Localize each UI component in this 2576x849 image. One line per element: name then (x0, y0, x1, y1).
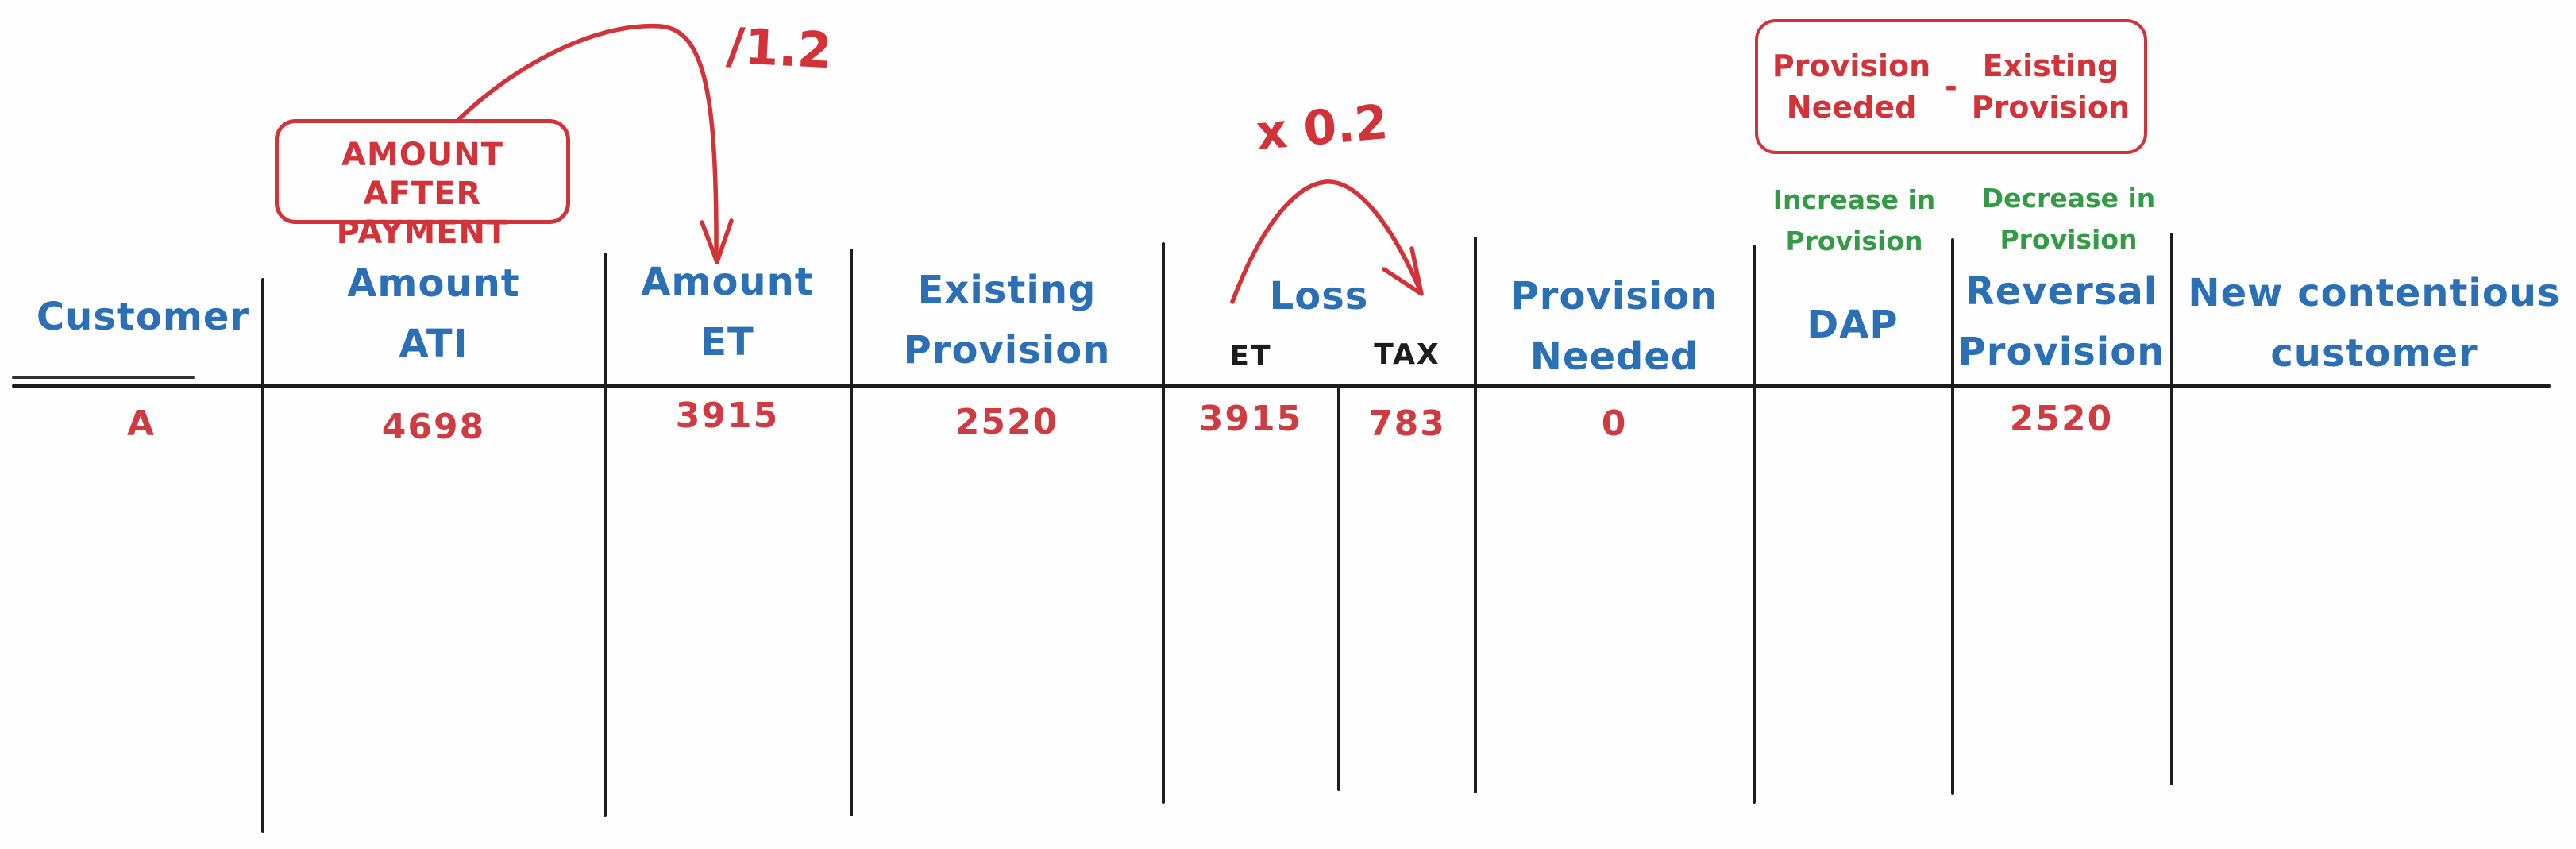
note-line: Increase in (1772, 184, 1936, 215)
divider-after-dap (1951, 238, 1954, 795)
divider-loss-et-tax (1337, 384, 1340, 791)
divider-after-amount-ati (604, 253, 607, 817)
multiply-factor-label: x 0.2 (1254, 94, 1390, 162)
cell-reversal-provision: 2520 (2009, 399, 2114, 439)
column-header-existing-provision: Existing Provision (904, 260, 1111, 381)
provision-formula-box: Provision Needed - Existing Provision (1755, 19, 2147, 154)
header-line: Customer (36, 295, 250, 339)
header-underline-sketch-stroke (12, 376, 195, 379)
formula-minus-operator: - (1945, 68, 1957, 104)
header-line: ET (700, 319, 754, 365)
cell-customer: A (126, 403, 156, 444)
cell-loss-et: 3915 (1198, 399, 1303, 439)
header-line: Loss (1269, 274, 1369, 318)
column-header-provision-needed: Provision Needed (1511, 267, 1718, 388)
header-line: Provision (903, 327, 1111, 372)
decrease-in-provision-note: Decrease in Provision (1982, 178, 2156, 260)
header-line: Reversal (1965, 269, 2158, 314)
formula-text-line: Needed (1786, 90, 1917, 125)
column-header-loss: Loss (1270, 267, 1369, 327)
formula-text-line: Provision (1772, 48, 1931, 83)
multiply-arrowhead (1382, 246, 1424, 296)
cell-amount-ati: 4698 (381, 407, 486, 447)
note-line: Provision (1999, 224, 2138, 256)
column-header-amount-et: Amount ET (641, 253, 813, 373)
column-header-reversal-provision: Reversal Provision (1958, 262, 2165, 383)
header-line: Existing (917, 268, 1097, 312)
column-header-amount-ati: Amount ATI (347, 254, 519, 375)
column-header-customer: Customer (37, 288, 249, 348)
formula-right-term: Existing Provision (1972, 45, 2130, 129)
subcolumn-header-loss-tax: TAX (1374, 338, 1440, 371)
header-line: Amount (641, 260, 814, 304)
box-text-line: AMOUNT AFTER (341, 137, 503, 212)
header-line: ATI (399, 321, 469, 366)
formula-text-line: Existing (1982, 48, 2119, 83)
column-header-dap: DAP (1807, 295, 1898, 356)
header-line: Needed (1529, 334, 1699, 379)
divider-after-loss (1474, 237, 1477, 793)
cell-provision-needed: 0 (1601, 403, 1628, 444)
amount-after-payment-box: AMOUNT AFTER PAYMENT (275, 119, 570, 251)
divider-after-existing-provision (1162, 242, 1165, 804)
box-text-line: PAYMENT (336, 214, 509, 251)
formula-text-line: Provision (1971, 90, 2131, 125)
column-header-new-contentious-customer: New contentious customer (2188, 264, 2560, 384)
cell-amount-et: 3915 (675, 396, 780, 436)
header-line: customer (2270, 330, 2478, 376)
divider-after-customer (261, 278, 264, 833)
header-line: New contentious (2188, 271, 2561, 315)
increase-in-provision-note: Increase in Provision (1773, 179, 1936, 262)
note-line: Provision (1785, 226, 1923, 257)
subcolumn-header-loss-et: ET (1229, 340, 1272, 372)
note-line: Decrease in (1981, 183, 2156, 214)
formula-left-term: Provision Needed (1772, 45, 1930, 129)
header-underline (12, 384, 2551, 388)
divider-after-provision-needed (1753, 245, 1756, 804)
divider-after-amount-et (850, 249, 853, 816)
header-line: DAP (1807, 303, 1899, 347)
header-line: Amount (347, 261, 520, 306)
divide-factor-label: /1.2 (725, 16, 834, 80)
divider-after-reversal-provision (2170, 233, 2173, 785)
cell-loss-tax: 783 (1368, 403, 1446, 444)
header-line: Provision (1957, 329, 2165, 374)
cell-existing-provision: 2520 (954, 402, 1059, 442)
header-line: Provision (1510, 274, 1718, 318)
